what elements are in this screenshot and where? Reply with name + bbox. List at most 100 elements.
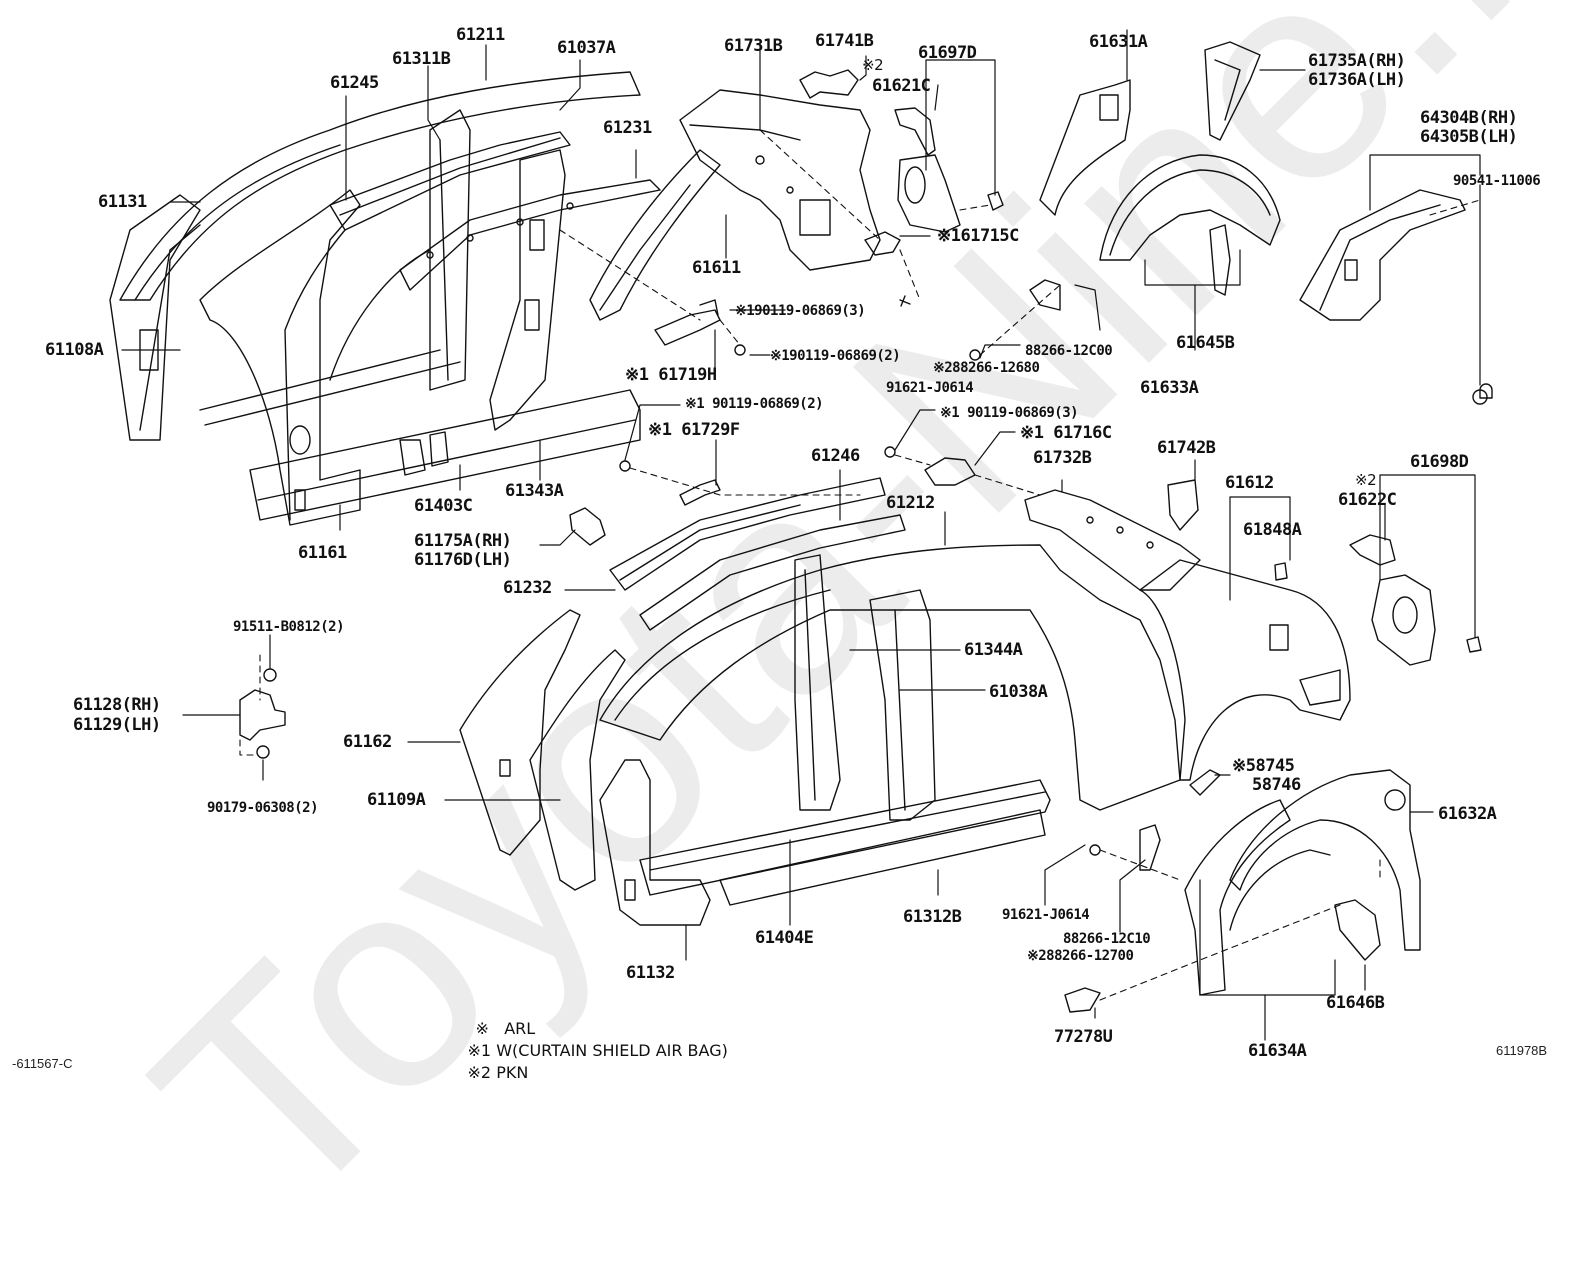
part-label-61231[interactable]: 61231 bbox=[603, 118, 652, 138]
part-label-61232[interactable]: 61232 bbox=[503, 578, 552, 598]
part-label-88266-12C10[interactable]: 88266-12C10 bbox=[1063, 931, 1151, 947]
part-label-61736A-lh[interactable]: 61736A(LH) bbox=[1308, 70, 1406, 90]
quarter-outer bbox=[1139, 559, 1351, 781]
part-label-61848A[interactable]: 61848A bbox=[1243, 520, 1302, 540]
part-label-61612[interactable]: 61612 bbox=[1225, 473, 1274, 493]
part-label-61404E[interactable]: 61404E bbox=[755, 928, 814, 948]
wheelhouse-outer-61631A bbox=[1039, 79, 1131, 216]
b-pillar-center bbox=[429, 109, 566, 431]
part-label-61131[interactable]: 61131 bbox=[98, 192, 147, 212]
roof-rail-inner-61245 bbox=[329, 131, 571, 231]
roof-rail-61246 bbox=[609, 477, 886, 591]
wheelhouse-61634A bbox=[1184, 799, 1331, 996]
part-label-61176D-lh[interactable]: 61176D(LH) bbox=[414, 550, 512, 570]
bracket-61716C bbox=[924, 457, 976, 486]
part-label-61697D[interactable]: 61697D bbox=[918, 43, 977, 63]
part-label-61132[interactable]: 61132 bbox=[626, 963, 675, 983]
part-label-61343A[interactable]: 61343A bbox=[505, 481, 564, 501]
bracket-61622C bbox=[1349, 534, 1396, 566]
part-label-61611[interactable]: 61611 bbox=[692, 258, 741, 278]
note-marker-pkn: ※2 bbox=[862, 56, 884, 74]
part-label-90119-06869-2b[interactable]: ※1 90119-06869(2) bbox=[685, 396, 824, 412]
part-label-61108A[interactable]: 61108A bbox=[45, 340, 104, 360]
part-label-61631A[interactable]: 61631A bbox=[1089, 32, 1148, 52]
bracket-61645B bbox=[1209, 224, 1231, 296]
part-label-61211[interactable]: 61211 bbox=[456, 25, 505, 45]
part-label-61741B[interactable]: 61741B bbox=[815, 31, 874, 51]
part-label-61109A[interactable]: 61109A bbox=[367, 790, 426, 810]
side-outer-61212 bbox=[599, 544, 1181, 811]
bracket-61715C bbox=[864, 231, 901, 256]
part-label-61175A-rh[interactable]: 61175A(RH) bbox=[414, 531, 512, 551]
part-label-61246[interactable]: 61246 bbox=[811, 446, 860, 466]
part-label-88266-12680[interactable]: ※288266-12680 bbox=[933, 360, 1040, 376]
part-label-77278U[interactable]: 77278U bbox=[1054, 1027, 1113, 1047]
part-label-61311B[interactable]: 61311B bbox=[392, 49, 451, 69]
part-label-61161[interactable]: 61161 bbox=[298, 543, 347, 563]
part-label-90119-06869-3b[interactable]: ※1 90119-06869(3) bbox=[940, 405, 1079, 421]
part-label-61129-lh[interactable]: 61129(LH) bbox=[73, 715, 161, 735]
part-label-61719H[interactable]: ※1 61719H bbox=[625, 365, 717, 385]
hinge-61128 bbox=[239, 689, 286, 741]
part-label-91621-J0614-b[interactable]: 91621-J0614 bbox=[1002, 907, 1090, 923]
front-pillar-61132 bbox=[599, 759, 711, 926]
part-label-90541-11006[interactable]: 90541-11006 bbox=[1453, 173, 1541, 189]
part-label-58745[interactable]: ※58745 bbox=[1232, 756, 1295, 776]
legend-row-curtain-airbag: ※1 W(CURTAIN SHIELD AIR BAG) bbox=[437, 1022, 728, 1079]
legend-row-arl: ※ ARL bbox=[445, 1000, 536, 1057]
rocker-inner-61403C bbox=[249, 389, 641, 521]
part-label-61735A-rh[interactable]: 61735A(RH) bbox=[1308, 51, 1406, 71]
part-label-61622C[interactable]: 61622C bbox=[1338, 490, 1397, 510]
nut-90541 bbox=[1479, 383, 1493, 399]
part-label-61312B[interactable]: 61312B bbox=[903, 907, 962, 927]
part-label-61732B[interactable]: 61732B bbox=[1033, 448, 1092, 468]
clip-61698D bbox=[1466, 636, 1482, 653]
part-label-61632A[interactable]: 61632A bbox=[1438, 804, 1497, 824]
leader-lines bbox=[121, 29, 1481, 1041]
part-label-61212[interactable]: 61212 bbox=[886, 493, 935, 513]
line-drawing bbox=[109, 29, 1493, 1041]
legend-mark: ※1 bbox=[467, 1041, 492, 1060]
a-pillar-61109A bbox=[529, 649, 626, 891]
part-label-90119-06869-2a[interactable]: ※190119-06869(2) bbox=[770, 348, 901, 364]
part-label-61646B[interactable]: 61646B bbox=[1326, 993, 1385, 1013]
rocker-61312B bbox=[639, 779, 1051, 896]
part-label-61634A[interactable]: 61634A bbox=[1248, 1041, 1307, 1061]
part-label-61037A[interactable]: 61037A bbox=[557, 38, 616, 58]
part-label-91511-B0812[interactable]: 91511-B0812(2) bbox=[233, 619, 345, 635]
part-label-61038A[interactable]: 61038A bbox=[989, 682, 1048, 702]
part-label-61698D[interactable]: 61698D bbox=[1410, 452, 1469, 472]
rocker-61404E bbox=[719, 809, 1046, 906]
part-label-90179-06308[interactable]: 90179-06308(2) bbox=[207, 800, 319, 816]
brace-61735A bbox=[1204, 41, 1261, 141]
legend-row-pkn: ※2 PKN bbox=[437, 1044, 529, 1101]
bracket-88266-12C00 bbox=[1029, 279, 1061, 311]
bracket-61719H bbox=[654, 299, 721, 346]
part-label-64305B-lh[interactable]: 64305B(LH) bbox=[1420, 127, 1518, 147]
part-label-61245[interactable]: 61245 bbox=[330, 73, 379, 93]
part-label-64304B-rh[interactable]: 64304B(RH) bbox=[1420, 108, 1518, 128]
part-label-61403C[interactable]: 61403C bbox=[414, 496, 473, 516]
part-label-88266-12C00[interactable]: 88266-12C00 bbox=[1025, 343, 1113, 359]
legend-text: W(CURTAIN SHIELD AIR BAG) bbox=[496, 1041, 728, 1060]
part-label-61715C[interactable]: ※161715C bbox=[937, 226, 1019, 246]
part-label-90119-06869-3a[interactable]: ※190119-06869(3) bbox=[735, 303, 866, 319]
part-label-61162[interactable]: 61162 bbox=[343, 732, 392, 752]
part-label-61742B[interactable]: 61742B bbox=[1157, 438, 1216, 458]
part-label-61731B[interactable]: 61731B bbox=[724, 36, 783, 56]
part-label-61716C[interactable]: ※1 61716C bbox=[1020, 423, 1112, 443]
bracket-61621C bbox=[894, 107, 936, 156]
legend-mark: ※2 bbox=[467, 1063, 492, 1082]
b-pillar-61344A bbox=[794, 554, 841, 811]
part-label-61128-rh[interactable]: 61128(RH) bbox=[73, 695, 161, 715]
part-label-61621C[interactable]: 61621C bbox=[872, 76, 931, 96]
part-label-58746[interactable]: 58746 bbox=[1252, 775, 1301, 795]
quarter-panel-61611 bbox=[589, 149, 721, 321]
part-label-61633A[interactable]: 61633A bbox=[1140, 378, 1199, 398]
part-label-61344A[interactable]: 61344A bbox=[964, 640, 1023, 660]
legend-mark: ※ bbox=[475, 1019, 489, 1038]
part-label-61645B[interactable]: 61645B bbox=[1176, 333, 1235, 353]
part-label-91621-J0614-a[interactable]: 91621-J0614 bbox=[886, 380, 974, 396]
part-label-61729F[interactable]: ※1 61729F bbox=[648, 420, 740, 440]
part-label-88266-12700[interactable]: ※288266-12700 bbox=[1027, 948, 1134, 964]
